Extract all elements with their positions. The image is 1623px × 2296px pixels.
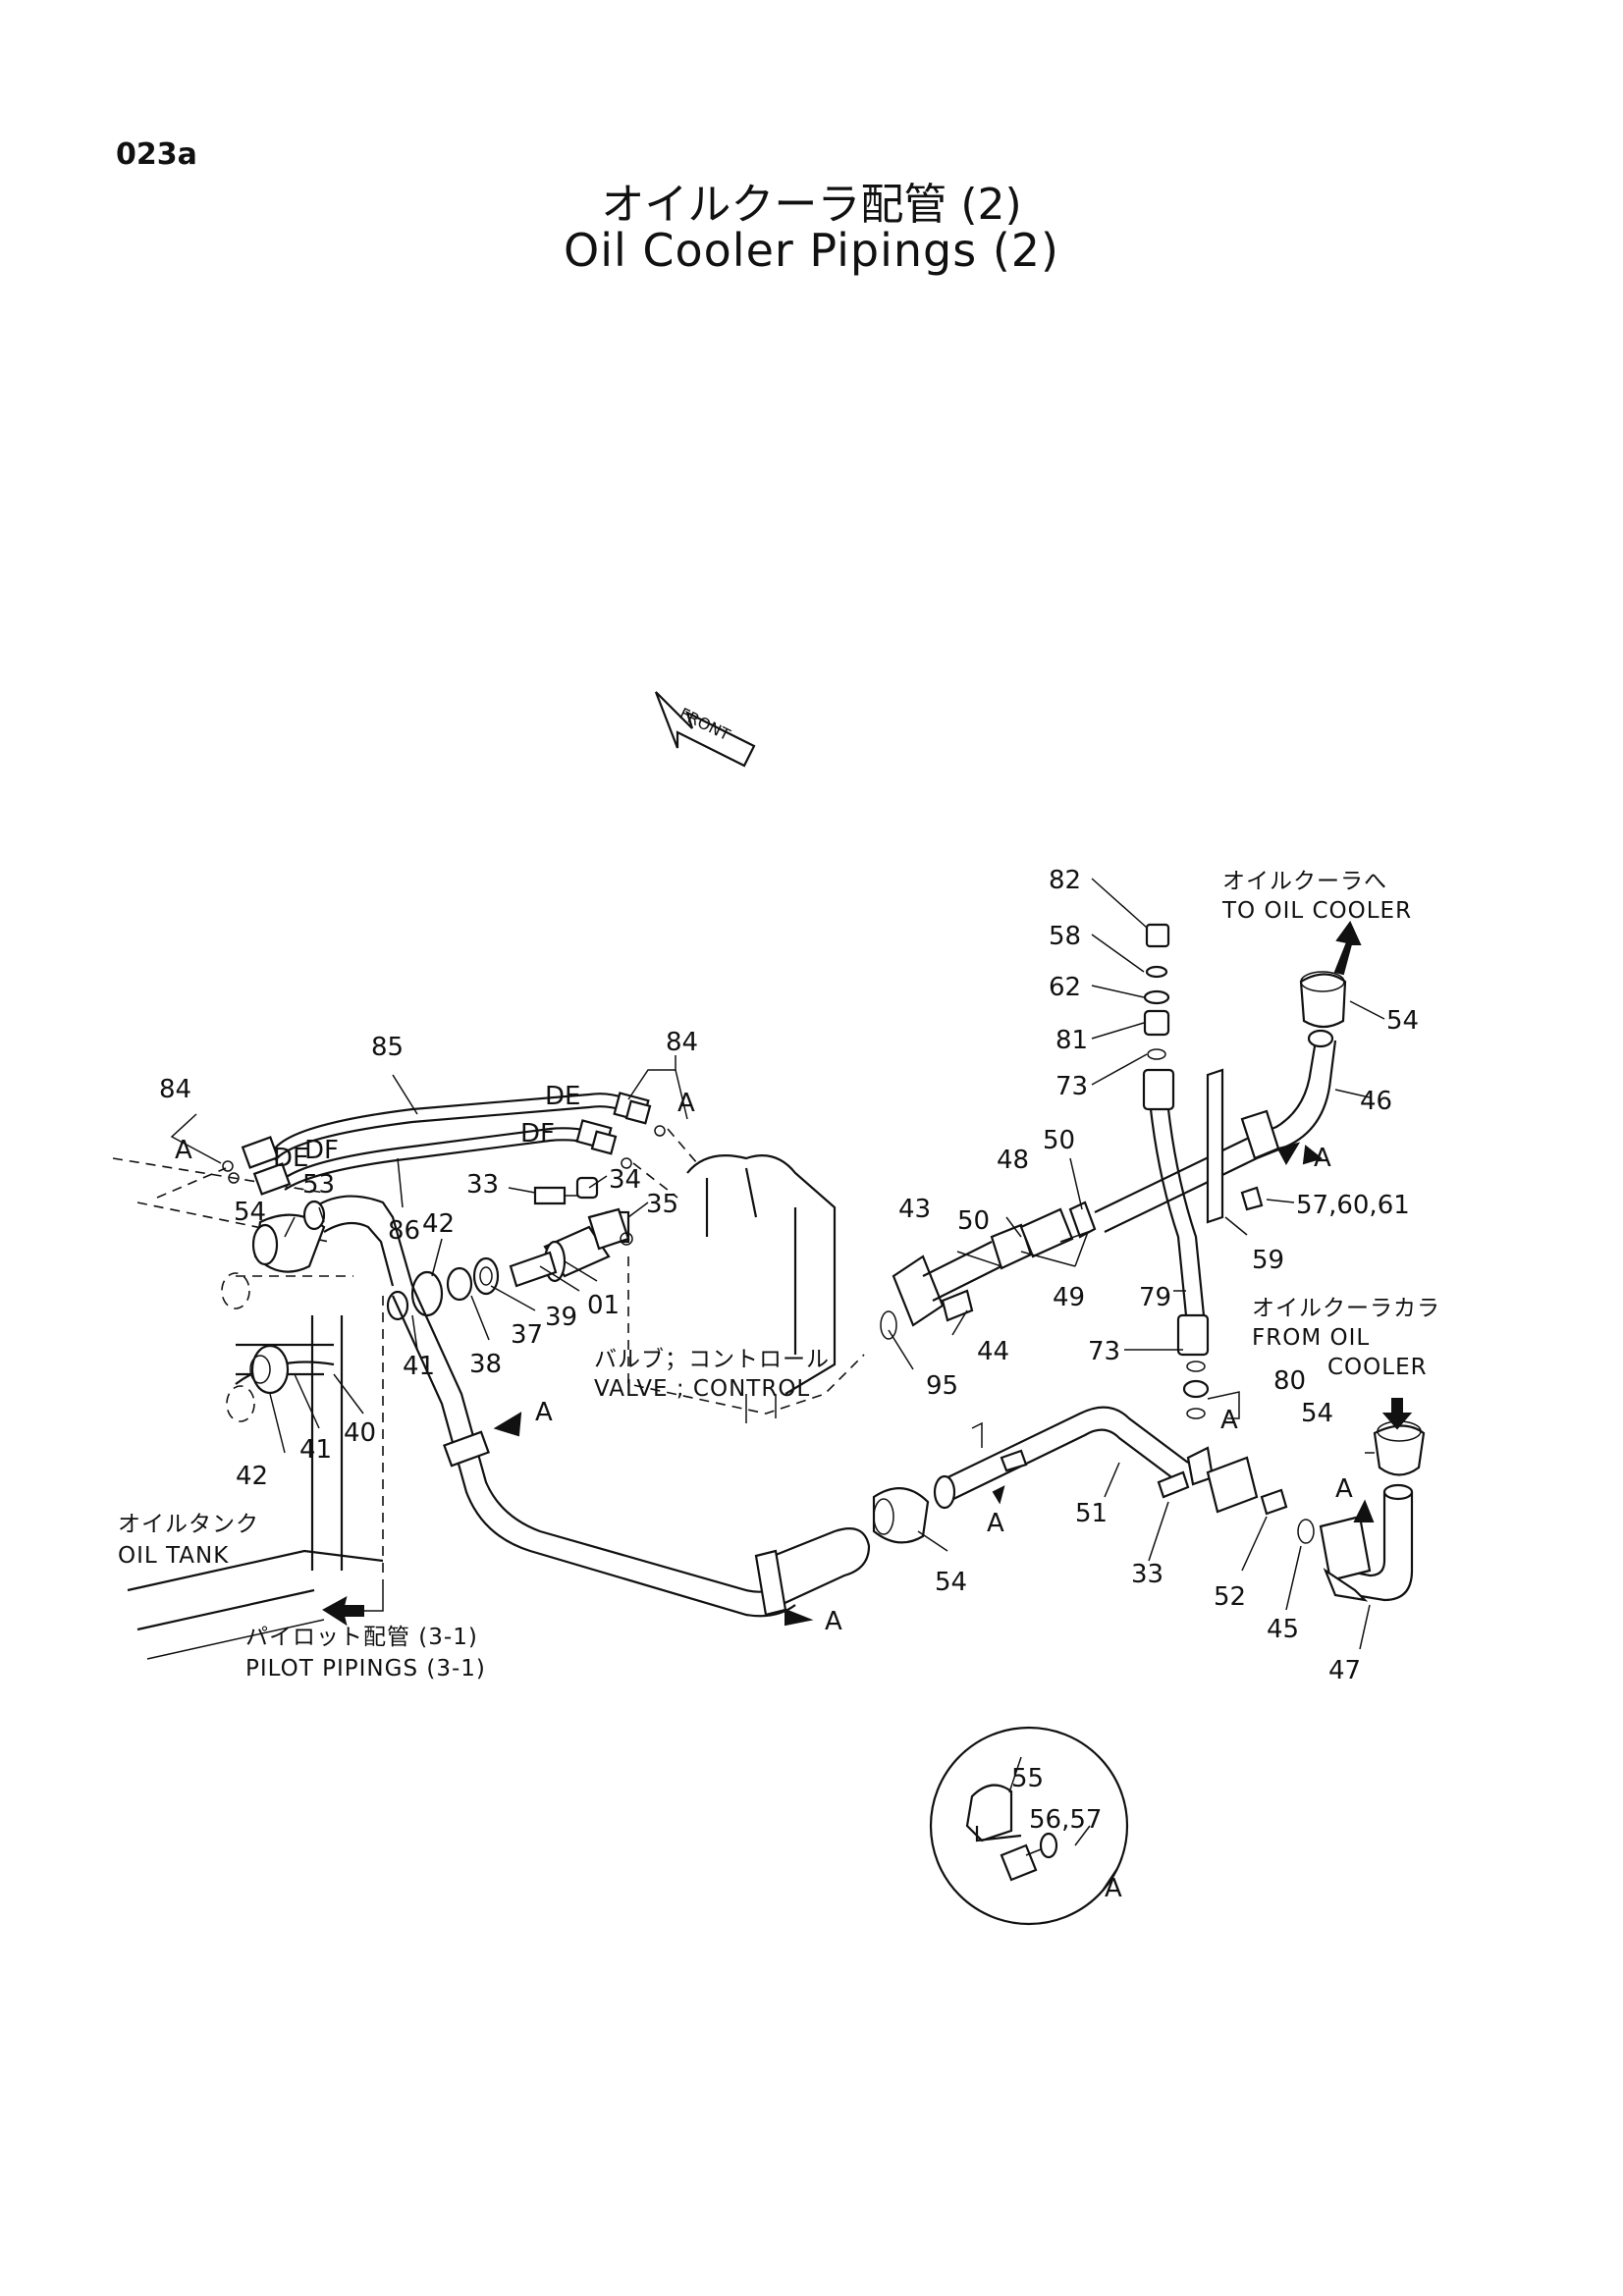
callout: 54 xyxy=(1301,1399,1333,1428)
callout: 55 xyxy=(1011,1764,1044,1793)
callout: 41 xyxy=(299,1435,332,1465)
callout: 50 xyxy=(957,1206,990,1236)
callout: 43 xyxy=(898,1195,931,1224)
note-valve-jp: バルブ；コントロール xyxy=(594,1347,830,1372)
pipe-47-from-cooler xyxy=(1319,1398,1426,1602)
callout: 49 xyxy=(1053,1283,1085,1312)
pipe-53-left-riser xyxy=(236,1195,500,1395)
title-english: Oil Cooler Pipings (2) xyxy=(564,224,1059,277)
callout: 42 xyxy=(422,1209,455,1239)
page-code: 023a xyxy=(116,137,197,172)
note-from-cooler-en-1: FROM OIL xyxy=(1252,1325,1370,1351)
port-label-de-left: DE xyxy=(273,1144,308,1173)
view-marker-a-detail: A xyxy=(1105,1874,1122,1903)
callout: 38 xyxy=(469,1350,502,1379)
callout: 53 xyxy=(302,1170,335,1200)
callout: 48 xyxy=(997,1146,1029,1175)
callout: 57,60,61 xyxy=(1296,1191,1410,1220)
view-a-markers xyxy=(493,1145,1375,1522)
hose-85-86 xyxy=(156,1092,698,1199)
detail-view-a xyxy=(929,1726,1129,1926)
callout: 54 xyxy=(935,1568,967,1597)
callout: 37 xyxy=(511,1320,543,1350)
callout: 47 xyxy=(1328,1656,1361,1685)
view-marker-a-6: A xyxy=(1314,1144,1331,1173)
front-arrow-icon: FRONT xyxy=(654,691,756,768)
callout: 01 xyxy=(587,1291,620,1320)
port-label-de-right: DE xyxy=(545,1082,580,1111)
view-marker-a-7: A xyxy=(1220,1406,1238,1435)
note-to-cooler-jp: オイルクーラへ xyxy=(1222,869,1387,894)
title-japanese: オイルクーラ配管 (2) xyxy=(601,180,1022,230)
callout: 73 xyxy=(1088,1337,1120,1366)
note-from-cooler-jp: オイルクーラカラ xyxy=(1252,1296,1440,1321)
callout: 80 xyxy=(1273,1366,1306,1396)
port-label-df-right: DF xyxy=(520,1119,555,1148)
leader-lines xyxy=(170,878,1385,1896)
callout: 95 xyxy=(926,1371,958,1401)
view-marker-a-5: A xyxy=(825,1607,842,1636)
callout: 85 xyxy=(371,1033,404,1062)
callout: 59 xyxy=(1252,1246,1284,1275)
pilot-arrow-line xyxy=(363,1580,384,1612)
note-from-cooler-en-2: COOLER xyxy=(1327,1355,1428,1380)
callout: 41 xyxy=(403,1352,435,1381)
callout: 42 xyxy=(236,1462,268,1491)
view-marker-a-8: A xyxy=(1335,1474,1353,1504)
callout: 51 xyxy=(1075,1499,1108,1528)
pipe-53-long xyxy=(391,1285,871,1627)
view-marker-a-3: A xyxy=(535,1398,553,1427)
note-valve-en: VALVE ; CONTROL xyxy=(594,1376,810,1402)
view-marker-a-4: A xyxy=(987,1509,1004,1538)
callout: 86 xyxy=(388,1216,420,1246)
pipe-43-assembly xyxy=(880,1068,1258,1340)
pilot-arrow-icon xyxy=(322,1596,364,1627)
callout: 52 xyxy=(1214,1582,1246,1612)
callout: 33 xyxy=(466,1170,499,1200)
pipe-51 xyxy=(872,1406,1315,1544)
view-marker-a-1: A xyxy=(175,1136,192,1165)
callout: 79 xyxy=(1139,1283,1171,1312)
callout: 73 xyxy=(1055,1072,1088,1101)
callout: 40 xyxy=(344,1418,376,1448)
port-label-df-left: DF xyxy=(304,1136,339,1165)
callout: 62 xyxy=(1049,973,1081,1002)
hose-79-vertical xyxy=(1142,923,1210,1419)
view-marker-a-2: A xyxy=(677,1089,695,1118)
note-pilot-en: PILOT PIPINGS (3-1) xyxy=(245,1656,486,1682)
callout: 46 xyxy=(1360,1087,1392,1116)
callout: 44 xyxy=(977,1337,1009,1366)
callout: 33 xyxy=(1131,1560,1163,1589)
callout: 39 xyxy=(545,1303,577,1332)
oil-tank xyxy=(112,1157,384,1660)
callout: 35 xyxy=(646,1190,678,1219)
front-label: FRONT xyxy=(676,704,733,744)
callout: 82 xyxy=(1049,866,1081,895)
callout: 34 xyxy=(609,1165,641,1195)
valve-fittings xyxy=(509,1176,633,1288)
callout: 84 xyxy=(159,1075,191,1104)
callout-numbers: 82 58 62 81 73 54 46 57,60,61 59 79 43 4… xyxy=(159,866,1419,1835)
note-pilot-jp: パイロット配管 (3-1) xyxy=(245,1625,478,1650)
callout: 84 xyxy=(666,1028,698,1057)
note-to-cooler-en: TO OIL COOLER xyxy=(1221,898,1412,924)
callout: 45 xyxy=(1267,1615,1299,1644)
callout: 54 xyxy=(234,1198,266,1227)
callout: 50 xyxy=(1043,1126,1075,1155)
callout: 54 xyxy=(1386,1006,1419,1036)
note-tank-en: OIL TANK xyxy=(118,1543,229,1569)
callout: 56,57 xyxy=(1029,1805,1102,1835)
callout: 58 xyxy=(1049,922,1081,951)
note-tank-jp: オイルタンク xyxy=(118,1512,259,1537)
callout: 81 xyxy=(1055,1026,1088,1055)
pipe-46-to-cooler xyxy=(1240,921,1362,1211)
